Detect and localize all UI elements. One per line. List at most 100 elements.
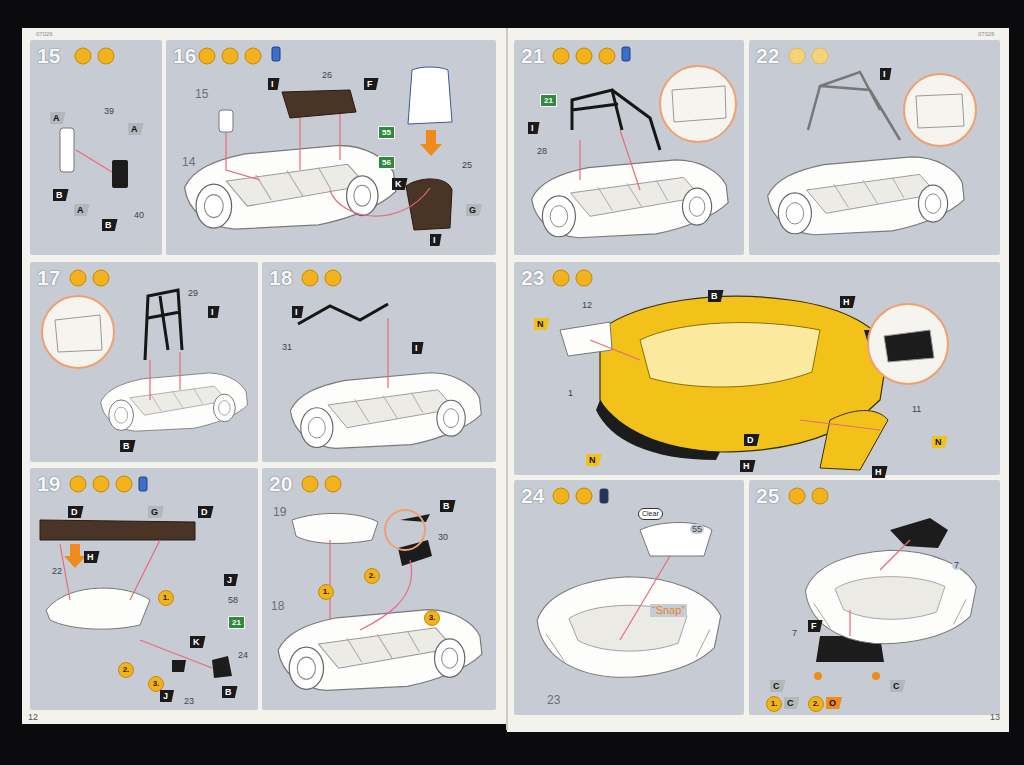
zoom-circles (42, 66, 976, 550)
part-letter-tag: F (364, 78, 379, 90)
step-panels (262, 468, 496, 710)
step-panel: 20 (262, 468, 496, 710)
step-number: 20 (269, 472, 292, 496)
callout-number: 39 (102, 106, 116, 116)
callout-number: 12 (580, 300, 594, 310)
sub-step-number: 2. (808, 696, 824, 712)
decal-number: 55 (378, 126, 395, 139)
sub-step-number: 1. (158, 590, 174, 606)
page-number: 12 (28, 712, 38, 722)
part-letter-tag: K (392, 178, 408, 190)
part-letter-tag: I (412, 342, 424, 354)
callout-number: 58 (226, 595, 240, 605)
step-panels (514, 40, 744, 255)
page-number: 13 (990, 712, 1000, 722)
part-letter-tag: H (84, 551, 100, 563)
part-letter-tag: B (120, 440, 136, 452)
part-letter-tag: K (190, 636, 206, 648)
step-panel: 25 (749, 480, 1000, 715)
sub-step-number: 3. (148, 676, 164, 692)
step-panels (30, 468, 258, 710)
tool-icons (812, 488, 828, 504)
body-shells (537, 523, 976, 678)
part-number: 19 (272, 506, 287, 520)
paint-pots (139, 47, 630, 503)
step-number: 22 (756, 44, 779, 68)
assembly-arrows (300, 114, 340, 170)
part-letter-tag: D (198, 506, 214, 518)
small-parts (408, 67, 452, 124)
orange-arrows (64, 544, 86, 568)
assembly-arrows (226, 132, 260, 180)
paint-pots (622, 47, 630, 61)
orange-letter-tag: O (826, 697, 842, 709)
part-letter-tag: H (840, 296, 856, 308)
part-number: 15 (194, 88, 209, 102)
tool-icons (75, 48, 91, 64)
step-panels (30, 40, 162, 255)
callout-number: 28 (535, 146, 549, 156)
tool-icons (325, 270, 341, 286)
chassis-drawings (768, 157, 964, 235)
tool-icons (553, 270, 569, 286)
small-parts (292, 513, 378, 543)
part-letter-tag: B (708, 290, 724, 302)
zoom-detail (55, 86, 964, 362)
step-panel: 24 (514, 480, 744, 715)
yellow-letter-tag: N (534, 318, 550, 330)
assembly-arrows (620, 556, 670, 640)
part-letter-tag: J (224, 574, 238, 586)
part-letter-tag: I (268, 78, 280, 90)
yellow-body (560, 296, 906, 470)
small-parts (60, 128, 74, 172)
tool-icons (553, 488, 569, 504)
callout-number: 55 (690, 524, 704, 534)
tool-icons (93, 270, 109, 286)
callout-number: 23 (182, 696, 196, 706)
tool-icons (553, 48, 569, 64)
callout-number: 7 (790, 628, 799, 638)
step-panels (749, 40, 1000, 255)
tool-icons (98, 48, 114, 64)
step-number: 16 (173, 44, 196, 68)
tool-icons (199, 48, 215, 64)
orange-arrows (64, 130, 442, 568)
paint-pots (272, 47, 280, 61)
step-panels (262, 262, 496, 462)
body-shells (537, 577, 721, 677)
part-letter-tag: B (53, 189, 69, 201)
part-number: 18 (270, 600, 285, 614)
step-panel: 19 (30, 468, 258, 710)
small-parts (46, 588, 150, 629)
grey-letter-tag: C (770, 680, 786, 692)
small-parts (890, 518, 948, 548)
roll-cages (145, 290, 182, 360)
small-parts (398, 540, 432, 566)
tool-icons (576, 488, 592, 504)
step-panels (30, 40, 1000, 715)
grey-letter-tag: G (466, 204, 482, 216)
grey-letter-tag: G (148, 506, 164, 518)
part-letter-tag: I (208, 306, 220, 318)
part-letter-tag: D (744, 434, 760, 446)
zoom-detail (55, 315, 102, 352)
callout-number: 30 (436, 532, 450, 542)
sub-step-number: 2. (364, 568, 380, 584)
body-shells (640, 523, 712, 557)
chassis-drawings (532, 160, 728, 238)
sub-step-number: 2. (118, 662, 134, 678)
part-letter-tag: B (222, 686, 238, 698)
pages (22, 28, 508, 724)
small-parts (40, 520, 195, 540)
step-panel: 22 (749, 40, 1000, 255)
step-number: 25 (756, 484, 779, 508)
tool-icons (93, 476, 109, 492)
grey-letter-tag: A (128, 123, 144, 135)
step-panels (749, 480, 1000, 715)
grey-letter-tag: A (74, 204, 90, 216)
tool-icons (325, 476, 341, 492)
small-parts (219, 110, 233, 132)
sub-step-number: 3. (424, 610, 440, 626)
decal-number: 21 (228, 616, 245, 629)
